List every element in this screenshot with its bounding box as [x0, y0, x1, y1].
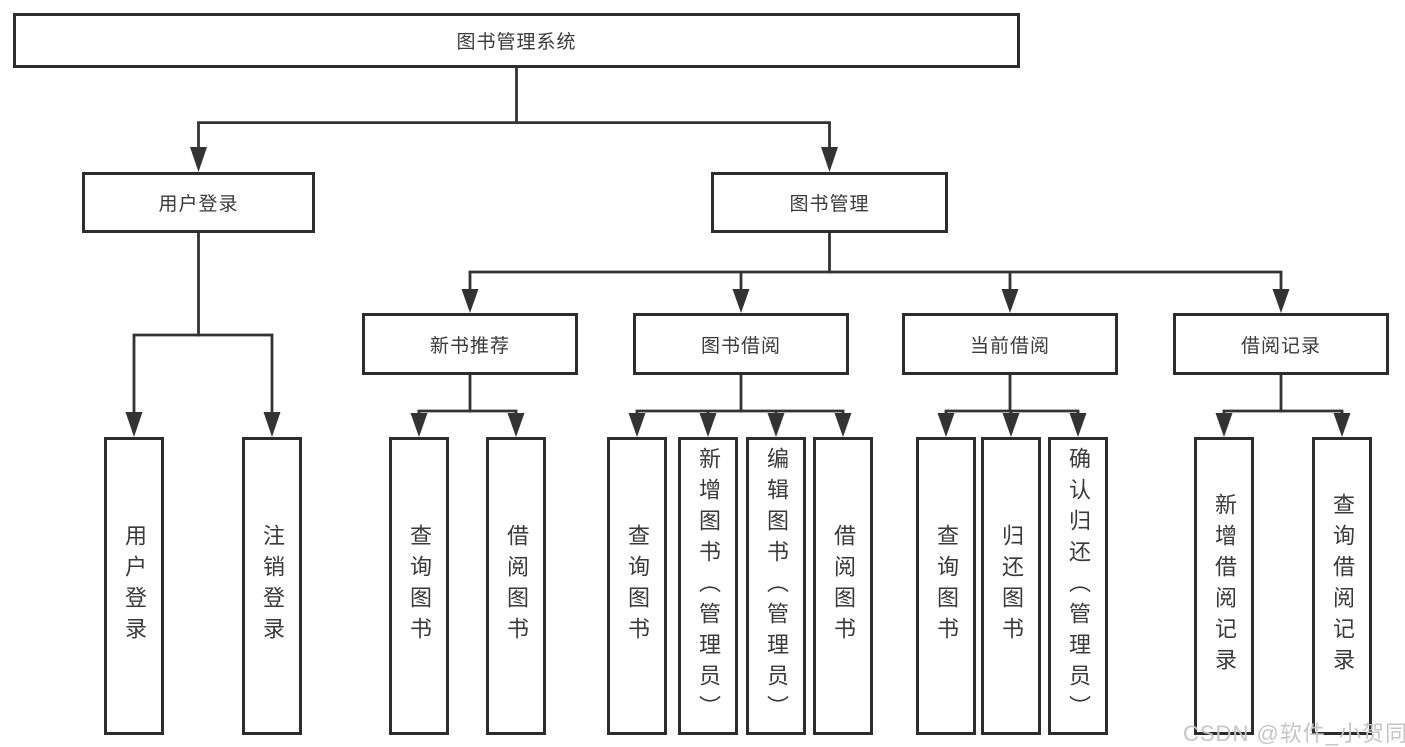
leaf-borrow-books-recommend-label: 借阅图书: [504, 524, 529, 648]
leaf-user-login: 用户登录: [104, 437, 164, 735]
leaf-user-login-label: 用户登录: [122, 524, 147, 648]
node-user-login: 用户登录: [82, 172, 315, 233]
leaf-query-books-recommend-label: 查询图书: [407, 524, 432, 648]
leaf-add-borrow-record-label: 新增借阅记录: [1212, 493, 1237, 679]
leaf-query-books-current-label: 查询图书: [934, 524, 959, 648]
node-new-book-recommend-label: 新书推荐: [429, 335, 510, 357]
node-library-system: 图书管理系统: [13, 13, 1020, 68]
csdn-watermark: CSDN @软件_小贺同学: [1183, 721, 1405, 746]
leaf-logout-label: 注销登录: [260, 524, 285, 648]
leaf-borrow-books-label: 借阅图书: [831, 524, 856, 648]
node-book-borrow-label: 图书借阅: [700, 335, 781, 357]
node-book-management: 图书管理: [711, 172, 948, 233]
leaf-borrow-books: 借阅图书: [813, 437, 873, 735]
leaf-edit-books-admin: 编辑图书（管理员）: [746, 437, 806, 735]
leaf-confirm-return-admin: 确认归还（管理员）: [1048, 437, 1108, 735]
leaf-edit-books-admin-label: 编辑图书（管理员）: [764, 446, 789, 726]
node-library-system-label: 图书管理系统: [456, 32, 577, 53]
leaf-add-borrow-record: 新增借阅记录: [1194, 437, 1254, 735]
node-borrow-record-label: 借阅记录: [1240, 335, 1321, 357]
node-current-borrow-label: 当前借阅: [969, 335, 1050, 357]
leaf-add-books-admin: 新增图书（管理员）: [678, 437, 738, 735]
leaf-confirm-return-admin-label: 确认归还（管理员）: [1066, 446, 1091, 726]
leaf-query-books-recommend: 查询图书: [389, 437, 449, 735]
node-book-borrow: 图书借阅: [633, 313, 849, 375]
leaf-return-books: 归还图书: [981, 437, 1041, 735]
leaf-query-books-current: 查询图书: [916, 437, 976, 735]
node-borrow-record: 借阅记录: [1173, 313, 1389, 375]
leaf-borrow-books-recommend: 借阅图书: [486, 437, 546, 735]
node-user-login-label: 用户登录: [158, 194, 239, 215]
leaf-add-books-admin-label: 新增图书（管理员）: [696, 446, 721, 726]
leaf-query-books-borrow: 查询图书: [607, 437, 667, 735]
leaf-query-borrow-record-label: 查询借阅记录: [1330, 493, 1355, 679]
node-current-borrow: 当前借阅: [902, 313, 1118, 375]
leaf-logout: 注销登录: [242, 437, 302, 735]
node-book-management-label: 图书管理: [789, 194, 870, 215]
leaf-query-borrow-record: 查询借阅记录: [1312, 437, 1372, 735]
node-new-book-recommend: 新书推荐: [362, 313, 578, 375]
leaf-query-books-borrow-label: 查询图书: [625, 524, 650, 648]
leaf-return-books-label: 归还图书: [999, 524, 1024, 648]
